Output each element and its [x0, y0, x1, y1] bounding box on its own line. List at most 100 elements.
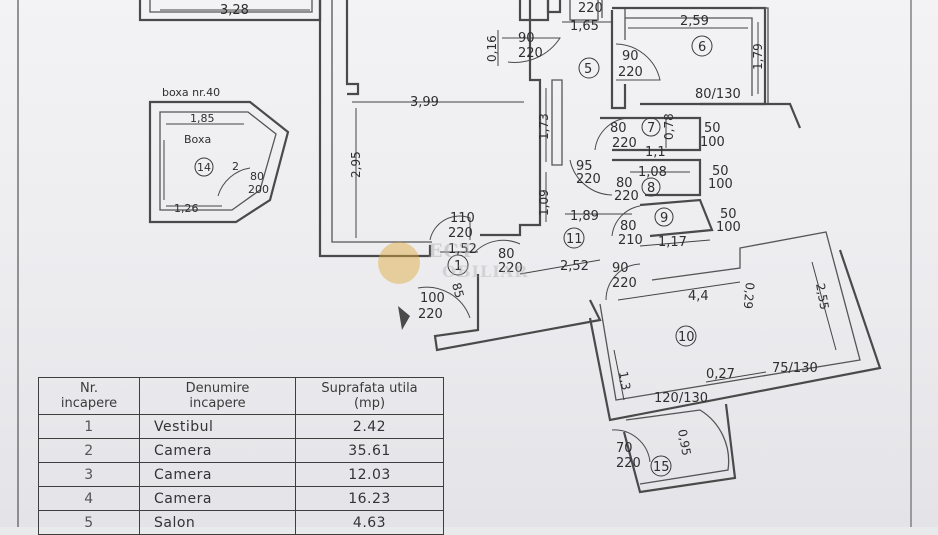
room-marker-15: [650, 455, 672, 477]
door-90-a-bot: 220: [518, 46, 543, 61]
dim-0-16: 0,16: [485, 35, 499, 62]
door-90-c-top: 90: [612, 261, 629, 276]
cell-area: 16.23: [295, 486, 444, 511]
dim-1-79: 1,79: [751, 43, 765, 70]
dim-1-08: 1,08: [638, 165, 667, 180]
door-80-11-top: 80: [498, 247, 515, 262]
room-marker-1: [447, 254, 469, 276]
room-number-10: 10: [678, 330, 695, 345]
room-number-11: 11: [566, 232, 583, 247]
cell-nr: 5: [38, 510, 140, 535]
room-marker-5: [578, 57, 600, 79]
room-10: 4,4 0,29 2,55 10 1,3 0,27 75/130 120/130: [588, 231, 882, 422]
header-nr-line-2: incapere: [60, 396, 118, 411]
table-row: 4 Camera 16.23: [38, 486, 444, 511]
header-area: Suprafata utila (mp): [295, 377, 444, 415]
room-1: 110 220 1,52 1 85 100 220: [398, 211, 478, 330]
header-name-line-1: Denumire: [185, 381, 250, 396]
dim-0-78: 0,78: [662, 113, 676, 140]
dim-2-95: 2,95: [349, 151, 363, 178]
door-50-b-bot: 100: [708, 177, 733, 192]
header-area-line-2: (mp): [353, 396, 386, 411]
room-number-15: 15: [653, 460, 670, 475]
room-15: 70 220 0,95 15: [611, 403, 737, 494]
dim-1-73: 1,73: [537, 113, 551, 140]
door-80-210-bot: 210: [618, 233, 643, 248]
room-2-walls: 3,99 2,95: [318, 0, 524, 258]
room-marker-10: [675, 325, 697, 347]
dim-0-27: 0,27: [706, 367, 735, 382]
room-number-9: 9: [660, 211, 668, 226]
table-header-row: Nr. incapere Denumire incapere Suprafata…: [38, 377, 444, 415]
dim-1-65: 1,65: [570, 19, 599, 34]
cell-name: Vestibul: [139, 414, 296, 439]
door-100-top: 100: [420, 291, 445, 306]
storage-label: Boxa: [184, 133, 211, 146]
room-number-6: 6: [698, 40, 706, 55]
room-marker-9: [654, 207, 674, 227]
dim-1-17: 1,17: [658, 235, 687, 250]
cell-name: Camera: [139, 486, 296, 511]
dim-4-4: 4,4: [688, 289, 709, 304]
door-50-c-bot: 100: [716, 220, 741, 235]
door-80-8-top: 80: [616, 176, 633, 191]
top-left-room-fragment: 3,28: [138, 0, 322, 22]
dim-1-85: 1,85: [190, 112, 215, 125]
room-marker-6: [691, 35, 713, 57]
door-90-b-bot: 220: [618, 65, 643, 80]
room-number-1: 1: [454, 259, 462, 274]
cell-nr: 4: [38, 486, 140, 511]
window-80-130: 80/130: [695, 87, 741, 102]
dim-0-95: 0,95: [675, 428, 693, 457]
storage-title: boxa nr.40: [162, 86, 220, 99]
door-80-11-bot: 220: [498, 261, 523, 276]
room-9: 9 80 210 1,17 50 100: [611, 198, 741, 250]
cell-name: Camera: [139, 438, 296, 463]
dim-1-09: 1,09: [537, 189, 551, 216]
room-5: 1,65 0,16 90 220 5 90 220: [485, 8, 661, 110]
cell-name: Salon: [139, 510, 296, 535]
dim-2: 2: [232, 160, 239, 173]
dim-1-26: 1,26: [174, 202, 199, 215]
door-50-a-top: 50: [704, 121, 721, 136]
room-number-5: 5: [584, 62, 592, 77]
cell-area: 4.63: [295, 510, 444, 535]
watermark-line-2: OBILIAR: [442, 262, 529, 281]
cell-nr: 2: [38, 438, 140, 463]
table-row: 1 Vestibul 2.42: [38, 414, 444, 439]
cell-nr: 3: [38, 462, 140, 487]
door-70-top: 70: [616, 441, 633, 456]
header-nr-line-1: Nr.: [79, 381, 98, 396]
dim-0-29: 0,29: [741, 282, 757, 310]
room-11: 1,89 11 80 220 2,52 90 220: [433, 209, 641, 352]
dim-3-99: 3,99: [410, 95, 439, 110]
door-70-bot: 220: [616, 456, 641, 471]
door-50-c-top: 50: [720, 207, 737, 222]
door-50-a-bot: 100: [700, 135, 725, 150]
door-95-top: 95: [576, 159, 593, 174]
agency-watermark: ECT OBILIAR: [378, 236, 568, 296]
room-8: 95 220 1,08 80 220 8 50 100: [569, 158, 733, 204]
cell-area: 2.42: [295, 414, 444, 439]
table-row: 5 Salon 4.63: [38, 510, 444, 535]
door-80-8-bot: 220: [614, 189, 639, 204]
door-80-200-bot: 200: [248, 183, 269, 196]
dim-2-55: 2,55: [813, 282, 831, 311]
table-row: 3 Camera 12.03: [38, 462, 444, 487]
door-80-210-top: 80: [620, 219, 637, 234]
door-110-top: 110: [450, 211, 475, 226]
header-name: Denumire incapere: [139, 377, 296, 415]
storage-boxa: boxa nr.40 1,85 Boxa 14 2 80 200 1,26: [148, 86, 290, 224]
door-95-bot: 220: [576, 172, 601, 187]
room-number-8: 8: [647, 181, 655, 196]
window-120-130: 120/130: [654, 391, 708, 406]
door-80-7-top: 80: [610, 121, 627, 136]
door-80-7-bot: 220: [612, 136, 637, 151]
door-50-b-top: 50: [712, 164, 729, 179]
room-number-14: 14: [197, 161, 211, 174]
dim-2-52: 2,52: [560, 259, 589, 274]
door-80-200-top: 80: [250, 170, 264, 183]
dim-1-1: 1,1: [645, 145, 666, 160]
cell-area: 12.03: [295, 462, 444, 487]
dim-85: 85: [449, 281, 466, 299]
